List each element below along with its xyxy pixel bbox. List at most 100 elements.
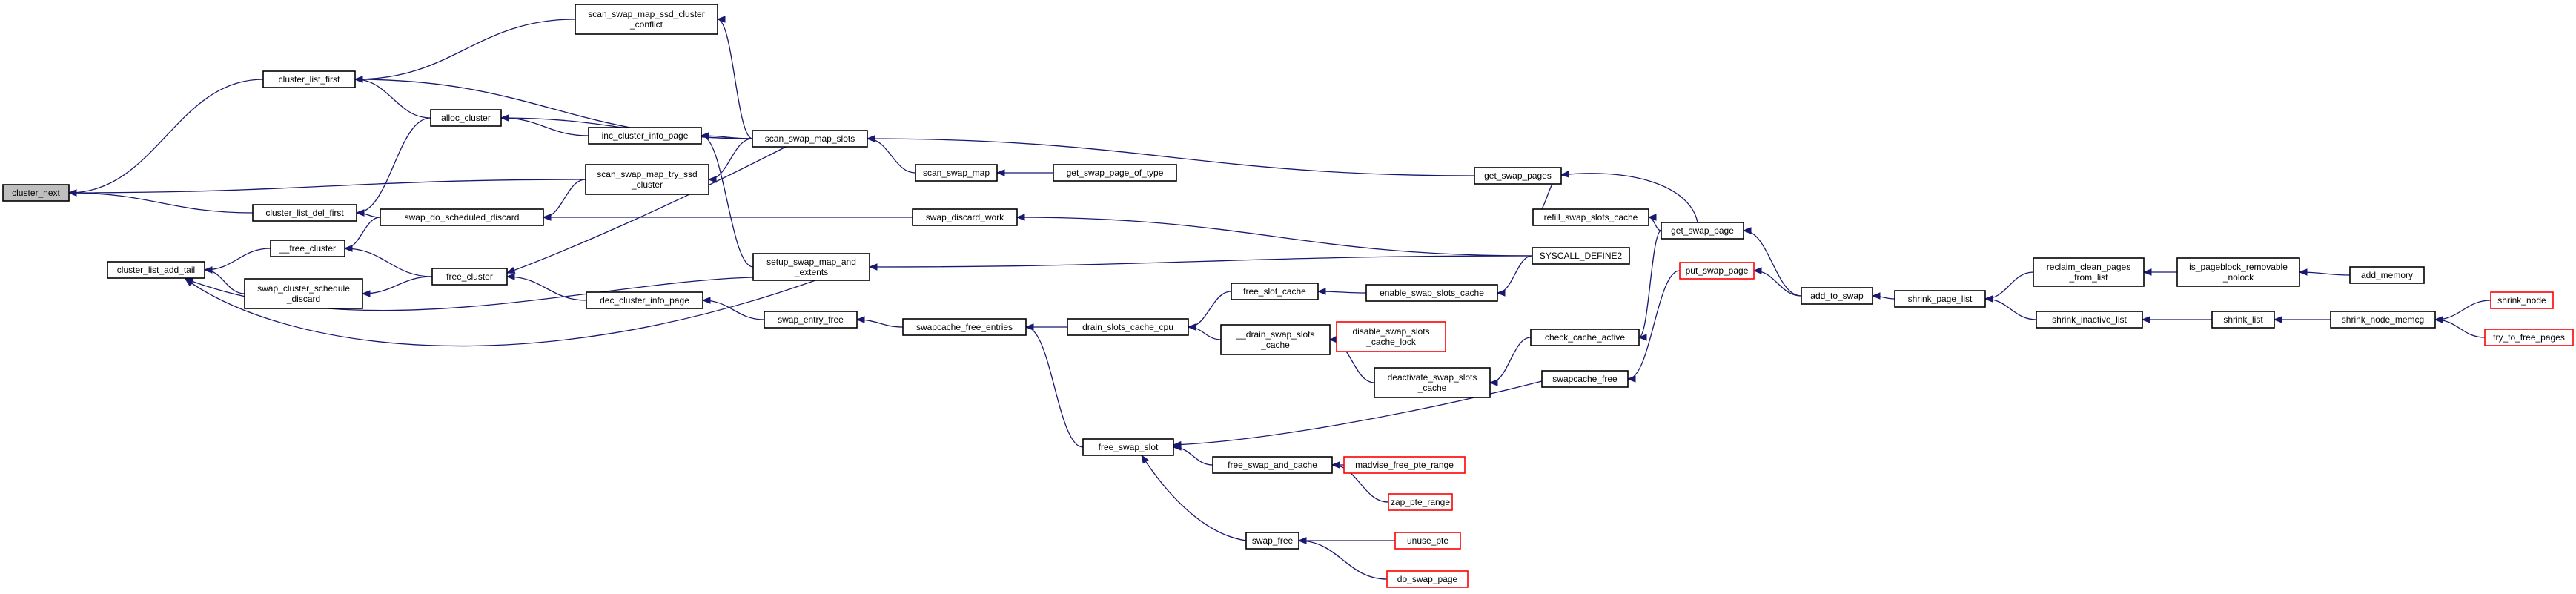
node-scan-swap-map[interactable]: scan_swap_map bbox=[915, 164, 998, 182]
edge-line bbox=[1743, 230, 1802, 297]
node-label: get_swap_page_of_type bbox=[1067, 168, 1164, 178]
node-swap-cluster-schedule-discard[interactable]: swap_cluster_schedule_discard bbox=[244, 278, 363, 309]
node-alloc-cluster[interactable]: alloc_cluster bbox=[430, 109, 502, 127]
node-box bbox=[262, 70, 356, 88]
node-add-memory[interactable]: add_memory bbox=[2349, 266, 2425, 284]
node-scan-swap-map-slots[interactable]: scan_swap_map_slots bbox=[752, 130, 868, 148]
node-swap-discard-work[interactable]: swap_discard_work bbox=[912, 208, 1018, 226]
node-refill-swap-slots-cache[interactable]: refill_swap_slots_cache bbox=[1532, 208, 1649, 226]
edges-layer bbox=[67, 16, 2491, 580]
node-shrink-node-memcg[interactable]: shrink_node_memcg bbox=[2330, 311, 2436, 329]
node-label: deactivate_swap_slots bbox=[1388, 372, 1477, 383]
node-enable-swap-slots-cache[interactable]: enable_swap_slots_cache bbox=[1365, 284, 1498, 302]
edge-line bbox=[185, 278, 816, 347]
edge-free_swap_slot-to-swapcache_free_entries bbox=[1024, 323, 1084, 448]
arrowhead bbox=[1141, 454, 1149, 464]
node-try-to-free-pages[interactable]: try_to_free_pages bbox=[2484, 329, 2574, 346]
node-swap-entry-free[interactable]: swap_entry_free bbox=[764, 311, 858, 329]
edge-check_cache_active-to-deactivate_swap_slots_cache bbox=[1489, 337, 1532, 386]
node-swapcache-free[interactable]: swapcache_free bbox=[1541, 370, 1629, 388]
node-label: scan_swap_map_ssd_cluster bbox=[588, 9, 704, 19]
node-SYSCALL-DEFINE2[interactable]: SYSCALL_DEFINE2 bbox=[1532, 247, 1630, 265]
node-box bbox=[764, 311, 858, 329]
edge-__drain_swap_slots_cache-to-drain_slots_cache_cpu bbox=[1187, 323, 1222, 340]
edge-line bbox=[344, 217, 381, 249]
edge-line bbox=[1016, 217, 1533, 257]
node-swap-do-scheduled-discard[interactable]: swap_do_scheduled_discard bbox=[380, 208, 544, 226]
node-swapcache-free-entries[interactable]: swapcache_free_entries bbox=[902, 318, 1027, 336]
arrowhead bbox=[506, 273, 515, 280]
node-scan-swap-map-ssd-cluster-conflict[interactable]: scan_swap_map_ssd_cluster_conflict bbox=[575, 4, 718, 35]
node-shrink-page-list[interactable]: shrink_page_list bbox=[1894, 290, 1986, 308]
edge-line bbox=[68, 79, 264, 194]
node-cluster-list-first[interactable]: cluster_list_first bbox=[262, 70, 356, 88]
node-dec-cluster-info-page[interactable]: dec_cluster_info_page bbox=[586, 291, 703, 309]
node-scan-swap-map-try-ssd-cluster[interactable]: scan_swap_map_try_ssd_cluster bbox=[585, 164, 709, 195]
node-shrink-inactive-list[interactable]: shrink_inactive_list bbox=[2036, 311, 2143, 329]
edge-scan_swap_map_try_ssd_cluster-to-swap_do_scheduled_discard bbox=[542, 179, 586, 221]
node-cluster-list-add-tail[interactable]: cluster_list_add_tail bbox=[107, 261, 205, 279]
node-box bbox=[252, 204, 357, 222]
node-label: cluster_list_add_tail bbox=[117, 265, 195, 275]
node-box bbox=[585, 164, 709, 195]
node-box bbox=[1801, 287, 1873, 305]
node-label: free_swap_and_cache bbox=[1228, 460, 1317, 470]
node-get-swap-page-of-type[interactable]: get_swap_page_of_type bbox=[1053, 164, 1177, 182]
edge-swap_free-to-free_swap_slot bbox=[1141, 454, 1247, 541]
node-box bbox=[586, 291, 703, 309]
node-madvise-free-pte-range[interactable]: madvise_free_pte_range bbox=[1343, 456, 1466, 474]
arrowhead bbox=[716, 16, 726, 23]
node-free-slot-cache[interactable]: free_slot_cache bbox=[1231, 283, 1319, 300]
node-get-swap-page[interactable]: get_swap_page bbox=[1661, 222, 1744, 240]
node-check-cache-active[interactable]: check_cache_active bbox=[1530, 329, 1640, 346]
arrowhead bbox=[855, 316, 865, 323]
node-unuse-pte[interactable]: unuse_pte bbox=[1394, 532, 1461, 550]
node-shrink-list[interactable]: shrink_list bbox=[2211, 311, 2275, 329]
edge-shrink_list-to-shrink_inactive_list bbox=[2141, 316, 2212, 323]
node-label: check_cache_active bbox=[1545, 332, 1625, 343]
node-disable-swap-slots-cache-lock[interactable]: disable_swap_slots_cache_lock bbox=[1336, 321, 1446, 352]
edge-line bbox=[500, 117, 589, 136]
node-zap-pte-range[interactable]: zap_pte_range bbox=[1388, 493, 1453, 511]
node-is-pageblock-removable-nolock[interactable]: is_pageblock_removable_nolock bbox=[2176, 257, 2300, 287]
arrowhead bbox=[2273, 316, 2282, 323]
arrowhead bbox=[67, 189, 77, 197]
node-reclaim-clean-pages-from-list[interactable]: reclaim_clean_pages_from_list bbox=[2033, 257, 2145, 287]
node-box bbox=[2, 184, 70, 202]
node-box bbox=[1374, 367, 1491, 398]
arrowhead bbox=[2141, 316, 2150, 323]
node-setup-swap-map-and-extents[interactable]: setup_swap_map_and_extents bbox=[752, 253, 870, 281]
node-put-swap-page[interactable]: put_swap_page bbox=[1679, 262, 1755, 280]
node-get-swap-pages[interactable]: get_swap_pages bbox=[1474, 167, 1562, 185]
arrowhead bbox=[1317, 288, 1326, 295]
node-do-swap-page[interactable]: do_swap_page bbox=[1386, 570, 1469, 588]
edge-free_swap_and_cache-to-free_swap_slot bbox=[1172, 443, 1213, 466]
node---drain-swap-slots-cache[interactable]: __drain_swap_slots_cache bbox=[1220, 324, 1331, 355]
node-box bbox=[1541, 370, 1629, 388]
node-box bbox=[1245, 532, 1299, 550]
node-inc-cluster-info-page[interactable]: inc_cluster_info_page bbox=[588, 127, 702, 145]
node-deactivate-swap-slots-cache[interactable]: deactivate_swap_slots_cache bbox=[1374, 367, 1491, 398]
node-label: cluster_list_del_first bbox=[265, 208, 344, 218]
node-swap-free[interactable]: swap_free bbox=[1245, 532, 1299, 550]
node-label: zap_pte_range bbox=[1391, 497, 1450, 507]
node-free-cluster[interactable]: free_cluster bbox=[431, 268, 508, 286]
node-cluster-next[interactable]: cluster_next bbox=[2, 184, 70, 202]
node-free-swap-and-cache[interactable]: free_swap_and_cache bbox=[1212, 456, 1333, 474]
node-box bbox=[1212, 456, 1333, 474]
node-free-swap-slot[interactable]: free_swap_slot bbox=[1082, 438, 1174, 456]
node-cluster-list-del-first[interactable]: cluster_list_del_first bbox=[252, 204, 357, 222]
node-box bbox=[431, 268, 508, 286]
arrowhead bbox=[1187, 323, 1196, 331]
node-box bbox=[902, 318, 1027, 336]
node-box bbox=[1082, 438, 1174, 456]
node-drain-slots-cache-cpu[interactable]: drain_slots_cache_cpu bbox=[1067, 318, 1189, 336]
edge-line bbox=[1141, 455, 1247, 541]
edge-line bbox=[2434, 300, 2491, 320]
node-label: scan_swap_map bbox=[923, 168, 990, 178]
node-shrink-node[interactable]: shrink_node bbox=[2490, 291, 2554, 309]
node-box bbox=[588, 127, 702, 145]
node---free-cluster[interactable]: __free_cluster bbox=[270, 240, 345, 257]
node-label: swap_discard_work bbox=[926, 212, 1004, 222]
node-add-to-swap[interactable]: add_to_swap bbox=[1801, 287, 1873, 305]
